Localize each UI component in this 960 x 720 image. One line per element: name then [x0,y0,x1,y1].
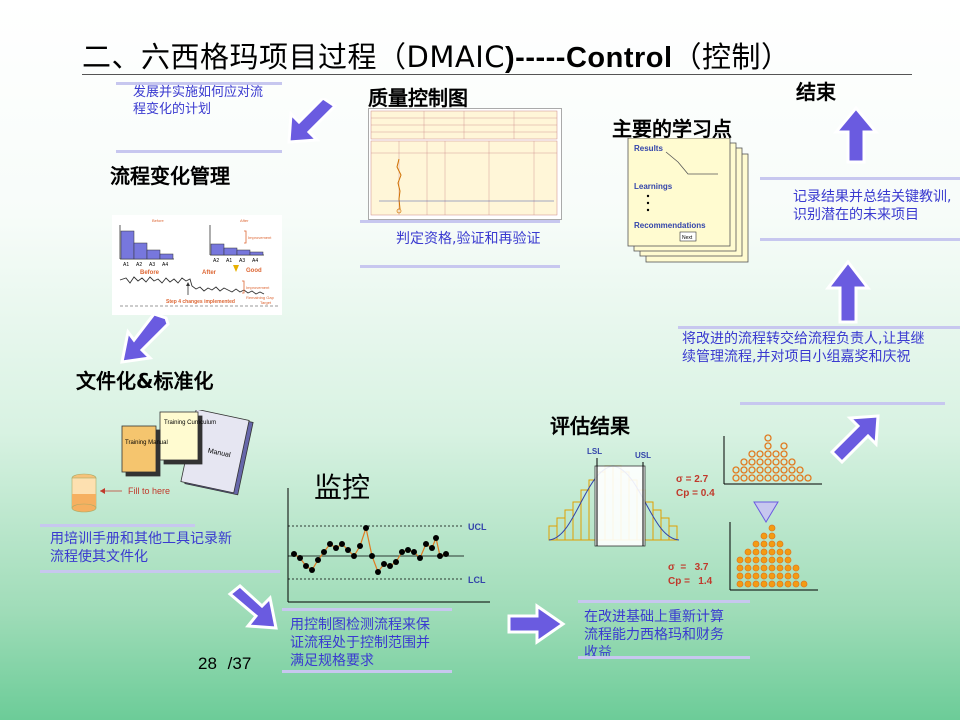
learning-recommendations-label: Recommendations [634,221,706,230]
note-bar-control-top [282,608,452,611]
control-chart-figure: UCL LCL [284,484,494,606]
note-bar-training-top [40,524,195,527]
page-total: /37 [228,654,252,673]
heading-documentation: 文件化&标准化 [76,365,213,394]
eval-cp-before: Cp = 0.4 [676,488,715,499]
title-chinese: 二、六西格玛项目过程（DMAIC [82,40,505,74]
note-bar-qualify-bottom [360,265,560,268]
arrow-to-control-note-icon [226,584,282,632]
fig-after-label: After [202,270,217,276]
control-lcl-label: LCL [468,575,486,585]
title-control: )-----Control [505,42,673,74]
qc-form-figure [368,108,562,220]
heading-process-change: 流程变化管理 [110,160,230,189]
documentation-figure: Manual Training Curriculum Training Manu… [60,410,260,520]
learning-next-label: Next [682,235,693,241]
dot-plot-after-figure [728,520,820,592]
heading-evaluate: 评估结果 [550,410,630,439]
arrow-to-handover-icon [828,412,884,468]
fig-a-cat-4: A4 [162,262,168,268]
doc-training-manual-label: Training Manual [125,440,168,446]
arrow-to-documentation-icon [118,314,178,366]
fig-before-label: Before [140,270,160,276]
arrow-right-recalc-icon [505,602,567,646]
fig-before-top-label: Before [152,218,165,223]
eval-sigma-before: σ = 2.7 [676,474,708,485]
fig-improvement-top: Improvement [248,235,272,240]
fig-b-cat-2: A1 [226,258,232,264]
fig-b-cat-1: A2 [213,258,219,264]
dot-plot-before-figure [722,434,824,486]
plan-note: 发展并实施如何应对流程变化的计划 [133,84,273,118]
page-current: 28 [198,654,217,673]
doc-fill-here-label: Fill to here [128,486,170,496]
note-bar-record-bottom [760,238,960,241]
eval-lsl-label: LSL [587,447,602,456]
arrow-up-record-icon [824,258,872,324]
heading-end: 结束 [796,76,836,105]
fig-target: Target [260,300,272,305]
capability-histogram-figure: LSL USL [545,440,690,548]
title-rule [82,74,912,75]
title-tail: （控制） [673,40,791,74]
heading-qc-chart: 质量控制图 [368,82,468,111]
fig-step-label: Step 4 changes implemented [166,299,235,305]
handover-note: 将改进的流程转交给流程负责人,让其继续管理流程,并对项目小组嘉奖和庆祝 [682,330,927,366]
note-bar-recalc-top [578,600,750,603]
note-bar-training-bottom [40,570,280,573]
note-bar-bottom [116,150,282,153]
page-title: 二、六西格玛项目过程（DMAIC)-----Control（控制） [82,34,791,76]
doc-training-curriculum-label: Training Curriculum [164,420,216,426]
fig-improvement-bottom: Improvement [246,285,270,290]
control-chart-note: 用控制图检测流程来保证流程处于控制范围并满足规格要求 [290,616,440,670]
learning-results-label: Results [634,144,663,153]
recalc-note: 在改进基础上重新计算流程能力西格玛和财务收益 [584,608,734,662]
fig-a-cat-1: A1 [123,262,129,268]
note-bar-record-top [760,177,960,180]
note-bar-recalc-bottom [578,656,750,659]
note-bar-handover-bottom [740,402,945,405]
fig-b-cat-4: A4 [252,258,258,264]
qualify-note: 判定资格,验证和再验证 [396,230,566,248]
fig-a-cat-2: A2 [136,262,142,268]
note-bar-qualify-top [360,220,560,223]
page-number: 28 /37 [198,654,251,674]
note-bar-control-bottom [282,670,452,673]
fig-after-top-label: After [240,218,249,223]
training-note: 用培训手册和其他工具记录新流程使其文件化 [50,530,240,566]
fig-b-cat-3: A3 [239,258,245,264]
process-change-figure: Before After A1 A2 A3 A4 Improvement A2 … [112,215,282,315]
note-bar-handover-top [678,326,960,329]
eval-usl-label: USL [635,451,651,460]
record-note: 记录结果并总结关键教训,识别潜在的未来项目 [793,188,953,224]
eval-cp-after: Cp = 1.4 [668,576,712,587]
fig-a-cat-3: A3 [149,262,155,268]
control-ucl-label: UCL [468,522,487,532]
eval-sigma-after: σ = 3.7 [668,562,708,573]
learning-learnings-label: Learnings [634,182,673,191]
fig-good-label: Good [246,268,262,274]
arrow-to-plan-icon [285,98,337,144]
arrow-up-end-icon [832,104,880,164]
learning-points-figure: Results Learnings Recommendations Next [626,138,752,266]
